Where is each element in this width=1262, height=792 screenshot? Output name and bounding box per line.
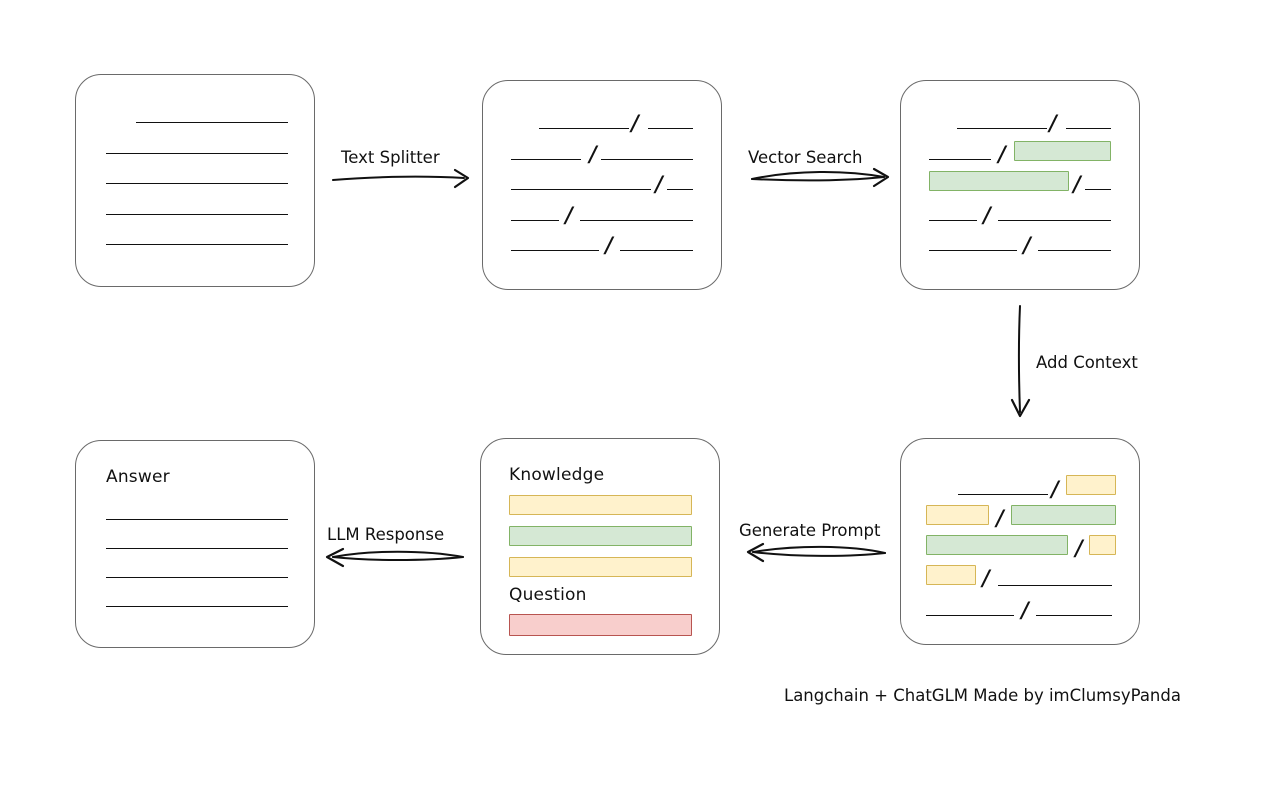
- text-line: [106, 153, 288, 154]
- chunk-segment: [929, 159, 991, 160]
- chunk-segment: [511, 220, 559, 221]
- edge-label-vector-search: Vector Search: [748, 148, 863, 167]
- arrow-generate-prompt: [746, 542, 886, 563]
- arrow-vector-search: [751, 167, 890, 188]
- chunk-segment: [929, 220, 977, 221]
- node-context-document[interactable]: / / / / /: [900, 438, 1140, 645]
- chunk-separator: /: [1049, 110, 1057, 135]
- chunk-separator: /: [565, 202, 573, 227]
- edge-label-llm-response: LLM Response: [327, 525, 445, 544]
- text-line: [106, 214, 288, 215]
- node-source-document[interactable]: [75, 74, 315, 287]
- chunk-segment: [511, 250, 599, 251]
- edge-label-add-context: Add Context: [1036, 353, 1138, 372]
- chunk-highlight-context: [1066, 475, 1116, 495]
- chunk-segment: [580, 220, 693, 221]
- chunk-segment: [958, 494, 1048, 495]
- knowledge-chip-1: [509, 495, 692, 515]
- chunk-separator: /: [1021, 597, 1029, 622]
- text-line: [106, 548, 288, 549]
- chunk-segment: [998, 220, 1111, 221]
- chunk-segment: [648, 128, 693, 129]
- chunk-segment: [957, 128, 1047, 129]
- node-split-document[interactable]: / / / / /: [482, 80, 722, 290]
- knowledge-chip-3: [509, 557, 692, 577]
- chunk-highlight-match: [1014, 141, 1111, 161]
- arrow-add-context: [1010, 305, 1031, 418]
- chunk-segment: [511, 159, 581, 160]
- chunk-separator: /: [1073, 171, 1081, 196]
- chunk-separator: /: [605, 232, 613, 257]
- chunk-separator: /: [1023, 232, 1031, 257]
- chunk-segment: [1085, 189, 1111, 190]
- chunk-separator: /: [996, 505, 1004, 530]
- chunk-separator: /: [655, 171, 663, 196]
- chunk-separator: /: [998, 141, 1006, 166]
- chunk-highlight-match: [1011, 505, 1116, 525]
- chunk-separator: /: [982, 565, 990, 590]
- chunk-segment: [998, 585, 1112, 586]
- text-line: [106, 183, 288, 184]
- chunk-segment: [1036, 615, 1112, 616]
- knowledge-chip-2: [509, 526, 692, 546]
- arrow-text-splitter: [332, 168, 470, 189]
- diagram-caption: Langchain + ChatGLM Made by imClumsyPand…: [784, 686, 1181, 705]
- chunk-segment: [511, 189, 651, 190]
- text-line: [106, 519, 288, 520]
- chunk-separator: /: [631, 110, 639, 135]
- chunk-segment: [601, 159, 693, 160]
- chunk-segment: [929, 250, 1017, 251]
- text-line: [106, 577, 288, 578]
- chunk-separator: /: [983, 202, 991, 227]
- answer-label: Answer: [106, 467, 170, 487]
- chunk-separator: /: [1075, 535, 1083, 560]
- chunk-separator: /: [589, 141, 597, 166]
- edge-label-generate-prompt: Generate Prompt: [739, 521, 881, 540]
- chunk-segment: [620, 250, 693, 251]
- chunk-highlight-match: [926, 535, 1068, 555]
- chunk-segment: [1066, 128, 1111, 129]
- chunk-highlight-context: [1089, 535, 1116, 555]
- node-answer[interactable]: Answer: [75, 440, 315, 648]
- chunk-highlight-context: [926, 505, 989, 525]
- question-label: Question: [509, 585, 587, 605]
- chunk-highlight-match: [929, 171, 1069, 191]
- text-line: [106, 244, 288, 245]
- knowledge-label: Knowledge: [509, 465, 605, 485]
- question-chip: [509, 614, 692, 636]
- arrow-llm-response: [325, 547, 464, 568]
- edge-label-text-splitter: Text Splitter: [341, 148, 440, 167]
- node-prompt[interactable]: Knowledge Question: [480, 438, 720, 655]
- text-line: [136, 122, 288, 123]
- chunk-segment: [1038, 250, 1111, 251]
- node-matched-document[interactable]: / / / / /: [900, 80, 1140, 290]
- chunk-segment: [926, 615, 1014, 616]
- chunk-segment: [667, 189, 693, 190]
- text-line: [106, 606, 288, 607]
- chunk-highlight-context: [926, 565, 976, 585]
- chunk-segment: [539, 128, 629, 129]
- chunk-separator: /: [1051, 476, 1059, 501]
